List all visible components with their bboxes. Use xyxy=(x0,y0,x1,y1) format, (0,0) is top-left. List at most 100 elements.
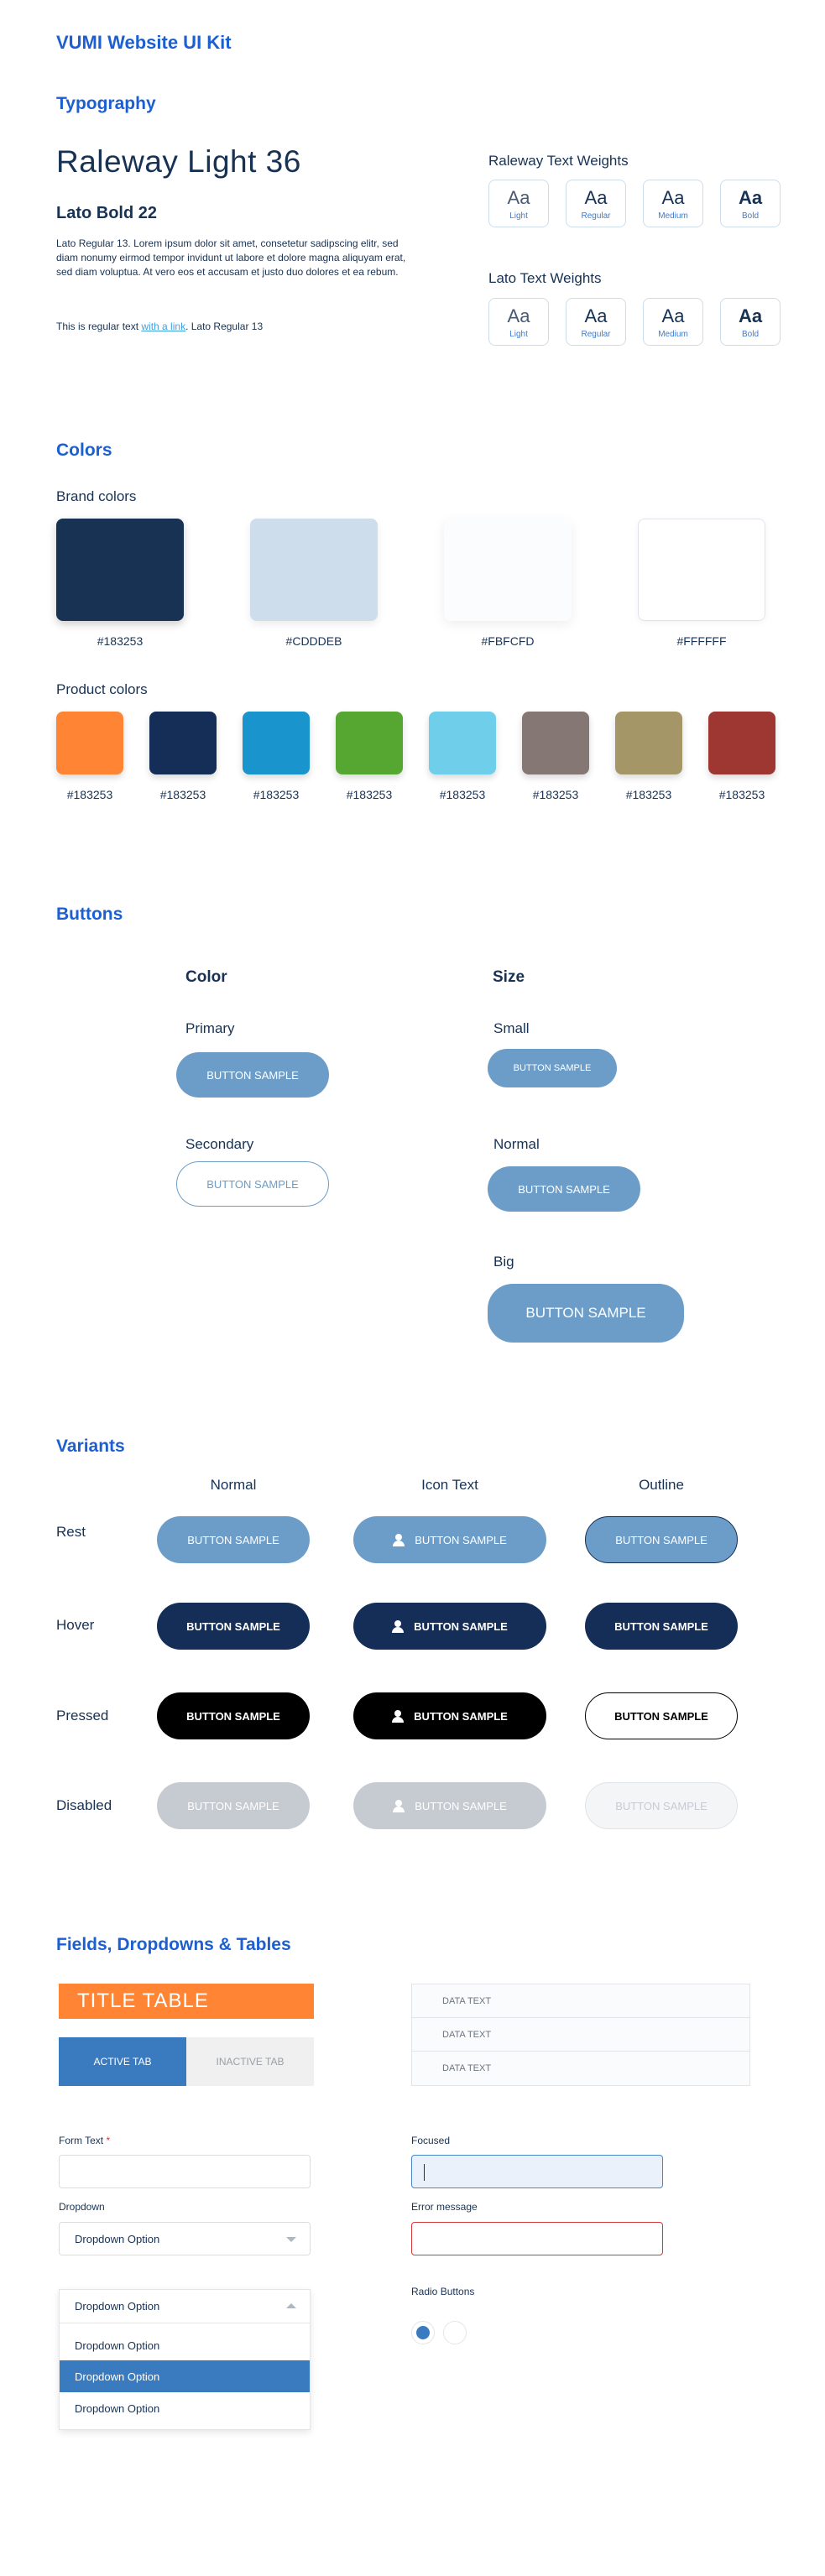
radio-button-checked[interactable] xyxy=(411,2321,435,2344)
weight-label: Medium xyxy=(658,211,688,221)
product-swatch-6: #183253 xyxy=(522,712,589,801)
brand-colors-title: Brand colors xyxy=(56,488,137,504)
form-text-label: Form Text * xyxy=(59,2135,111,2146)
dropdown-label: Dropdown xyxy=(59,2201,105,2213)
user-icon xyxy=(392,1710,405,1723)
dropdown-open[interactable]: Dropdown Option Dropdown Option Dropdown… xyxy=(59,2289,311,2430)
radio-button-unchecked[interactable] xyxy=(443,2321,467,2344)
table-title: TITLE TABLE xyxy=(59,1984,314,2019)
variant-row-disabled: Disabled xyxy=(56,1797,112,1813)
brand-swatch-2 xyxy=(250,519,378,621)
focused-input[interactable] xyxy=(411,2155,663,2188)
variant-row-pressed: Pressed xyxy=(56,1708,109,1723)
normal-label: Normal xyxy=(493,1136,540,1152)
error-label: Error message xyxy=(411,2201,478,2213)
button-label: BUTTON SAMPLE xyxy=(414,1709,508,1723)
variants-section-title: Variants xyxy=(56,1437,125,1456)
weight-label: Bold xyxy=(741,211,759,221)
weight-label: Bold xyxy=(741,330,759,339)
brand-swatch-3 xyxy=(444,519,572,621)
dropdown-open-value: Dropdown Option xyxy=(75,2300,160,2313)
page-title: VUMI Website UI Kit xyxy=(56,32,232,53)
focused-label: Focused xyxy=(411,2135,451,2146)
rest-icon-button[interactable]: BUTTON SAMPLE xyxy=(353,1516,546,1563)
variant-col-outline: Outline xyxy=(639,1477,684,1493)
lato-bold-sample: Lato Bold 22 xyxy=(56,204,158,222)
weight-glyph: Aa xyxy=(738,187,763,208)
product-swatch-8: #183253 xyxy=(708,712,775,801)
buttons-size-title: Size xyxy=(493,968,525,986)
pressed-normal-button[interactable]: BUTTON SAMPLE xyxy=(157,1692,310,1739)
dropdown-option-selected[interactable]: Dropdown Option xyxy=(60,2360,310,2392)
weight-glyph: Aa xyxy=(661,187,685,208)
error-input[interactable] xyxy=(411,2222,663,2255)
brand-swatch-label-2: #CDDDEB xyxy=(285,634,342,648)
weight-glyph: Aa xyxy=(738,305,763,326)
disabled-normal-button: BUTTON SAMPLE xyxy=(157,1782,310,1829)
secondary-label: Secondary xyxy=(185,1136,254,1152)
product-swatch-7: #183253 xyxy=(615,712,682,801)
regular-text-link[interactable]: with a link xyxy=(141,321,186,332)
brand-swatch-1 xyxy=(56,519,184,621)
primary-label: Primary xyxy=(185,1020,235,1036)
dropdown-option[interactable]: Dropdown Option xyxy=(75,2339,160,2352)
hover-normal-button[interactable]: BUTTON SAMPLE xyxy=(157,1603,310,1650)
raleway-weights-title: Raleway Text Weights xyxy=(488,153,629,169)
raleway-sample: Raleway Light 36 xyxy=(56,144,301,179)
tab-inactive[interactable]: INACTIVE TAB xyxy=(186,2037,314,2086)
disabled-outline-button: BUTTON SAMPLE xyxy=(585,1782,738,1829)
pressed-icon-button[interactable]: BUTTON SAMPLE xyxy=(353,1692,546,1739)
variant-row-hover: Hover xyxy=(56,1617,95,1633)
button-label: BUTTON SAMPLE xyxy=(415,1533,507,1546)
weight-label: Regular xyxy=(581,211,611,221)
product-swatch-4: #183253 xyxy=(336,712,403,801)
button-label: BUTTON SAMPLE xyxy=(415,1799,507,1812)
brand-swatch-label-1: #183253 xyxy=(97,634,144,648)
buttons-section-title: Buttons xyxy=(56,905,123,924)
radio-dot xyxy=(416,2326,430,2339)
disabled-icon-button: BUTTON SAMPLE xyxy=(353,1782,546,1829)
table-row: DATA TEXT xyxy=(412,2018,749,2052)
required-mark: * xyxy=(106,2135,111,2146)
brand-swatch-label-3: #FBFCFD xyxy=(481,634,535,648)
form-text-input[interactable] xyxy=(59,2155,311,2188)
product-swatch-1: #183253 xyxy=(56,712,123,801)
hover-outline-button[interactable]: BUTTON SAMPLE xyxy=(585,1603,738,1650)
dropdown-option[interactable]: Dropdown Option xyxy=(75,2401,160,2415)
colors-section-title: Colors xyxy=(56,441,112,460)
variant-row-rest: Rest xyxy=(56,1524,86,1540)
hover-icon-button[interactable]: BUTTON SAMPLE xyxy=(353,1603,546,1650)
small-button[interactable]: BUTTON SAMPLE xyxy=(488,1049,617,1087)
chevron-down-icon xyxy=(286,2237,296,2242)
weight-label: Light xyxy=(509,330,528,339)
dropdown-select[interactable]: Dropdown Option xyxy=(59,2222,311,2255)
weight-glyph: Aa xyxy=(507,305,530,326)
normal-button[interactable]: BUTTON SAMPLE xyxy=(488,1166,640,1212)
pressed-outline-button[interactable]: BUTTON SAMPLE xyxy=(585,1692,738,1739)
product-swatch-row: #183253 #183253 #183253 #183253 #183253 … xyxy=(56,712,775,801)
product-swatch-3: #183253 xyxy=(243,712,310,801)
weight-glyph: Aa xyxy=(661,305,685,326)
rest-normal-button[interactable]: BUTTON SAMPLE xyxy=(157,1516,310,1563)
table-row: DATA TEXT xyxy=(442,2063,492,2073)
product-swatch-2: #183253 xyxy=(149,712,217,801)
weight-label: Light xyxy=(509,211,528,221)
product-swatch-5: #183253 xyxy=(429,712,496,801)
typography-section-title: Typography xyxy=(56,94,156,113)
user-icon xyxy=(393,1534,405,1546)
weight-label: Regular xyxy=(581,330,611,339)
table-row: DATA TEXT xyxy=(412,1984,749,2018)
big-button[interactable]: BUTTON SAMPLE xyxy=(488,1284,684,1343)
dropdown-open-header[interactable]: Dropdown Option xyxy=(60,2290,310,2323)
primary-button[interactable]: BUTTON SAMPLE xyxy=(176,1052,329,1098)
tab-active[interactable]: ACTIVE TAB xyxy=(59,2037,186,2086)
regular-text-prefix: This is regular text xyxy=(56,321,142,332)
rest-outline-button[interactable]: BUTTON SAMPLE xyxy=(585,1516,738,1563)
secondary-button[interactable]: BUTTON SAMPLE xyxy=(176,1161,329,1207)
user-icon xyxy=(393,1800,405,1812)
